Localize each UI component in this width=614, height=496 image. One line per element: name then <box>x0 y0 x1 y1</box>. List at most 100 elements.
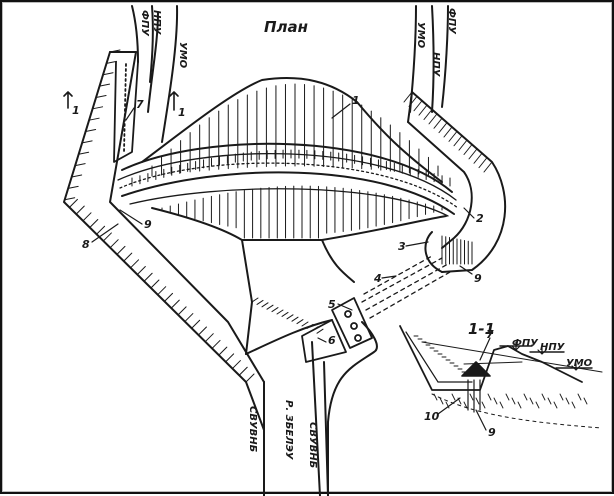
hatch-stroke <box>85 129 97 133</box>
section-leaders <box>437 337 491 431</box>
hatch-stroke <box>281 311 289 317</box>
label-npu-left: НПУ <box>151 10 162 36</box>
hatch-stroke <box>529 397 534 405</box>
hatch-stroke <box>487 393 492 401</box>
hatch-stroke <box>130 259 140 269</box>
hatch-stroke <box>469 393 474 401</box>
hatch-stroke <box>170 299 180 309</box>
hatch-stroke <box>473 152 483 164</box>
hatch-stroke <box>517 401 522 409</box>
hatch-stroke <box>423 109 433 120</box>
hatch-stroke <box>478 157 488 169</box>
level-fpu: ФПУ <box>512 338 539 349</box>
section-callout-9: 9 <box>488 426 496 439</box>
hatch-stroke <box>211 339 221 349</box>
spillway-hatch <box>251 297 324 334</box>
section-mark-right: 1 <box>178 106 186 119</box>
hatch-stroke <box>535 401 540 409</box>
label-fpu-left: ФПУ <box>139 10 150 37</box>
hatch-stroke <box>276 309 284 315</box>
label-river: Р. ЗБЕЛЭУ <box>283 400 294 461</box>
hatch-stroke <box>109 49 121 53</box>
hatch-stroke <box>438 122 448 134</box>
hatch-stroke <box>403 91 413 103</box>
hatch-stroke <box>123 252 133 262</box>
hatch-stroke <box>433 117 443 129</box>
hatch-stroke <box>418 104 428 116</box>
hatch-stroke <box>238 366 248 376</box>
hatch-stroke <box>433 393 438 401</box>
downstream-toe-hatch <box>161 185 443 239</box>
callout-7: 7 <box>136 98 144 111</box>
hatch-stroke <box>481 401 486 409</box>
label-umo-right: УМО <box>415 22 426 49</box>
hatch-stroke <box>316 328 324 334</box>
hatch-stroke <box>468 148 478 160</box>
hatch-stroke <box>88 117 100 121</box>
hatch-stroke <box>286 314 294 320</box>
hatch-stroke <box>225 353 235 363</box>
hatch-stroke <box>150 279 160 289</box>
hatch-stroke <box>106 60 118 64</box>
hatch-stroke <box>81 140 93 144</box>
section-soil-hatch <box>413 335 588 409</box>
hatch-stroke <box>245 373 255 383</box>
section-mark-left: 1 <box>72 104 80 117</box>
hatch-stroke <box>261 302 269 308</box>
hatch-stroke <box>116 245 126 255</box>
right-embankment <box>407 91 507 273</box>
hatch-stroke <box>266 304 274 310</box>
hatch-stroke <box>136 266 146 276</box>
callout-6: 6 <box>328 334 336 347</box>
hatch-stroke <box>67 185 79 189</box>
label-svuvnb-left: СВУВНБ <box>247 406 258 453</box>
hatch-stroke <box>463 144 473 155</box>
hatch-stroke <box>453 135 463 147</box>
callout-1: 1 <box>352 94 360 107</box>
hatch-stroke <box>463 401 468 409</box>
hatch-stroke <box>559 393 564 401</box>
hatch-stroke <box>451 393 456 401</box>
hatch-stroke <box>475 397 480 405</box>
hatch-stroke <box>448 130 458 142</box>
hatch-stroke <box>541 393 546 401</box>
main-dam-hatch <box>131 149 451 187</box>
hatch-stroke <box>231 360 241 370</box>
hatch-stroke <box>71 174 83 178</box>
callout-5: 5 <box>328 298 336 311</box>
callout-8: 8 <box>82 238 90 251</box>
right-embankment-hatch <box>403 91 493 265</box>
hatch-stroke <box>271 307 279 313</box>
hatch-stroke <box>164 292 174 302</box>
hatch-stroke <box>428 113 438 125</box>
hatch-stroke <box>499 401 504 409</box>
hatch-stroke <box>68 198 78 208</box>
callout-3: 3 <box>398 240 406 253</box>
hatch-stroke <box>301 321 309 327</box>
hatch-stroke <box>92 106 104 110</box>
section-markers <box>63 91 179 111</box>
section-view <box>399 325 603 429</box>
callout-2: 2 <box>476 212 484 225</box>
hatch-stroke <box>82 212 92 222</box>
upstream-slope-outline <box>141 77 443 183</box>
label-svuvnb-right: СВУВНБ <box>307 422 318 469</box>
label-umo-left: УМО <box>177 42 188 69</box>
section-title: 1-1 <box>468 320 495 338</box>
hatch-stroke <box>157 286 167 296</box>
section-callout-10: 10 <box>424 410 440 423</box>
hatch-stroke <box>99 83 111 87</box>
hatch-stroke <box>565 397 570 405</box>
hatch-stroke <box>75 205 85 215</box>
hatch-stroke <box>583 397 588 405</box>
hatch-stroke <box>571 401 576 409</box>
hatch-stroke <box>413 100 423 112</box>
hatch-stroke <box>483 161 493 173</box>
hatch-stroke <box>296 319 304 325</box>
hatch-stroke <box>184 313 194 323</box>
callout-4: 4 <box>373 272 382 285</box>
hatch-stroke <box>143 272 153 282</box>
callout-9-left: 9 <box>144 218 152 231</box>
